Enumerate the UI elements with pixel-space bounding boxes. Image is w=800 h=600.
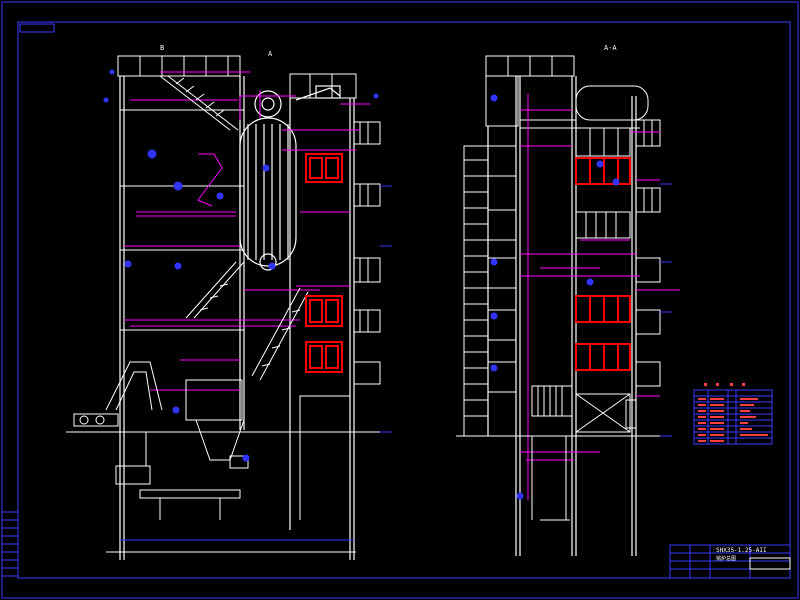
roof-truss-right bbox=[485, 55, 575, 127]
side-platforms-right bbox=[635, 119, 661, 387]
legend-table bbox=[693, 383, 773, 445]
right-view-label: A-A bbox=[604, 44, 617, 52]
equipment-red-left bbox=[305, 153, 343, 373]
stairs-left bbox=[159, 75, 309, 381]
lower-equipment-left bbox=[73, 361, 351, 520]
left-margin-index bbox=[1, 511, 19, 577]
stair-tower-right bbox=[463, 145, 517, 437]
left-view-label: B bbox=[160, 44, 164, 52]
pipework-left bbox=[124, 71, 370, 391]
boiler-body bbox=[239, 85, 341, 271]
side-platforms bbox=[353, 121, 381, 385]
right-elevation: A-A bbox=[456, 44, 680, 556]
left-view-marker: A bbox=[268, 50, 273, 58]
pipework-right bbox=[520, 94, 680, 500]
tube-banks-right bbox=[575, 127, 631, 239]
title-block: SHX35-1.25-AII 锅炉总图 bbox=[669, 544, 791, 579]
base-equipment-right bbox=[456, 385, 660, 521]
drawing-code: SHX35-1.25-AII bbox=[716, 547, 767, 554]
drawing-subtitle: 锅炉总图 bbox=[716, 555, 736, 562]
dimension-markers-right bbox=[490, 94, 672, 500]
left-elevation: B A bbox=[66, 44, 392, 560]
dimension-markers-left bbox=[103, 69, 392, 541]
